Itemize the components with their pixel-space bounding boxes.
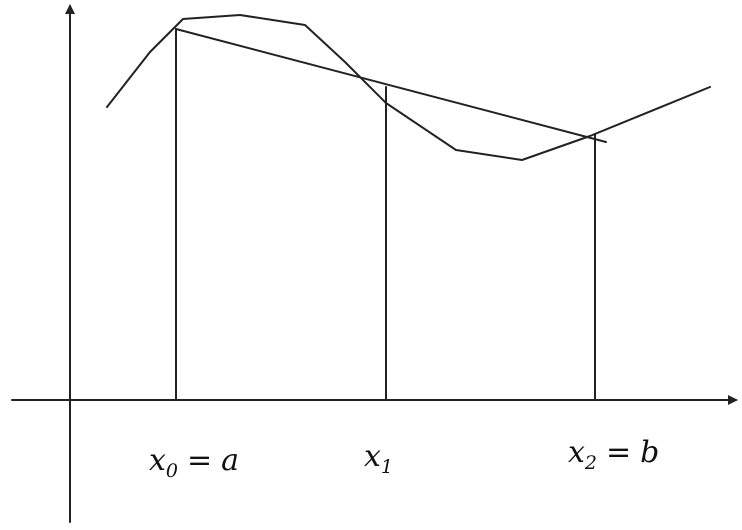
label-x0-equals-a: x0 =a [149, 443, 240, 481]
label-x1: x1 [364, 439, 393, 477]
x0-sub: 0 [165, 460, 179, 482]
secant-line [175, 28, 607, 143]
x2-var: x [568, 435, 585, 470]
x1-var: x [364, 439, 381, 474]
x0-var: x [149, 443, 166, 478]
function-curve [106, 14, 711, 161]
x0-rhs: a [221, 443, 240, 478]
x1-sub: 1 [380, 456, 394, 478]
x2-rhs: b [640, 435, 660, 470]
x2-sub: 2 [584, 452, 598, 474]
label-x2-equals-b: x2 =b [568, 435, 660, 473]
x0-eq: = [187, 443, 213, 478]
x2-eq: = [606, 435, 632, 470]
